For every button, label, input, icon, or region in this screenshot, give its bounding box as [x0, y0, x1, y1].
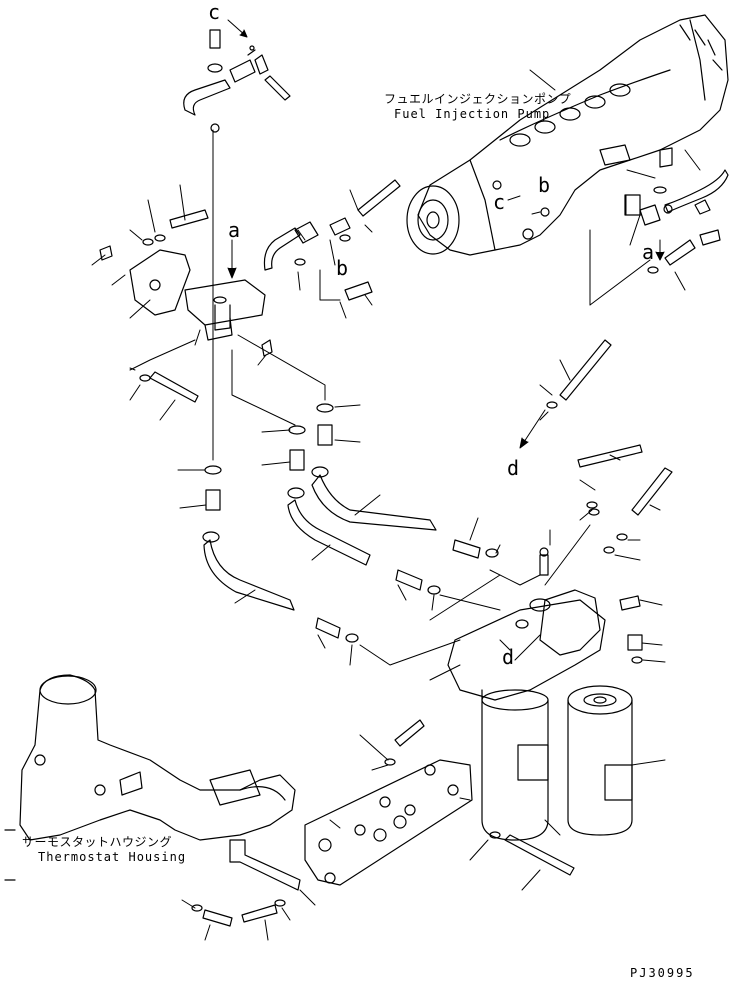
lower-leaders: [181, 734, 541, 941]
lower-plate: [191, 719, 575, 927]
ref-label-c-top: c: [208, 0, 221, 24]
reference-arrows: [227, 19, 665, 661]
ref-label-c-pump: c: [493, 190, 506, 214]
bracket-leaders: [91, 184, 373, 426]
top-pipe-parts: [183, 29, 291, 461]
filter-leaders: [429, 359, 666, 836]
pump-pipe-group: [624, 147, 729, 274]
ref-label-b-left: b: [336, 256, 349, 280]
hose-fittings: [202, 403, 499, 643]
fuel-injection-pump: [406, 14, 729, 256]
drawing-code: PJ30995: [630, 966, 695, 980]
ref-label-d-mid: d: [507, 456, 520, 480]
ref-label-a-pump: a: [642, 240, 655, 264]
thermostat-label-jp: サーモスタットハウジング: [22, 835, 173, 849]
ref-label-a-left: a: [228, 218, 241, 242]
fuel-pump-label-en: Fuel Injection Pump: [394, 107, 551, 121]
ref-label-d-filter: d: [502, 645, 515, 669]
pump-cylinders: [509, 83, 631, 147]
thermostat-label-en: Thermostat Housing: [38, 850, 187, 864]
thermostat-housing: [4, 674, 301, 891]
fuel-pump-label-jp: フュエルインジェクションポンプ: [384, 92, 572, 106]
ref-label-b-pump: b: [538, 173, 551, 197]
bracket-group: [99, 179, 401, 403]
pump-leaders: [529, 69, 701, 306]
fuel-filter-assembly: [447, 339, 673, 841]
